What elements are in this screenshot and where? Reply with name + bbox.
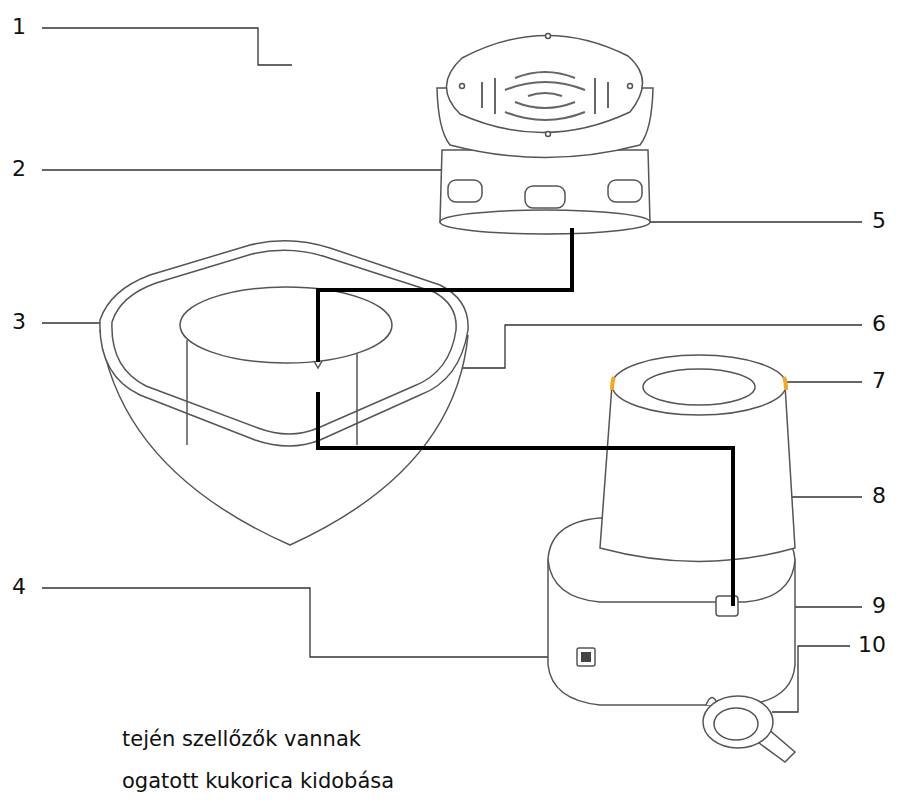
note-text: tején szellőzők vannak [122,728,361,751]
callout-number: 9 [872,594,886,618]
note-text: ogatott kukorica kidobása [122,770,394,793]
callout-number: 8 [872,484,886,508]
callout-number: 7 [872,369,886,393]
callout-number: 1 [12,15,26,39]
base [548,355,795,705]
assembly-lines [318,228,733,606]
bowl [100,241,468,545]
callout-number: 10 [858,633,886,657]
lid [437,34,653,235]
callout-number: 5 [872,209,886,233]
callout-number: 3 [12,310,26,334]
leader-lines [42,28,862,712]
measuring-scoop [703,696,795,762]
callout-number: 4 [12,575,26,599]
callout-number: 2 [12,157,26,181]
callout-number: 6 [872,312,886,336]
